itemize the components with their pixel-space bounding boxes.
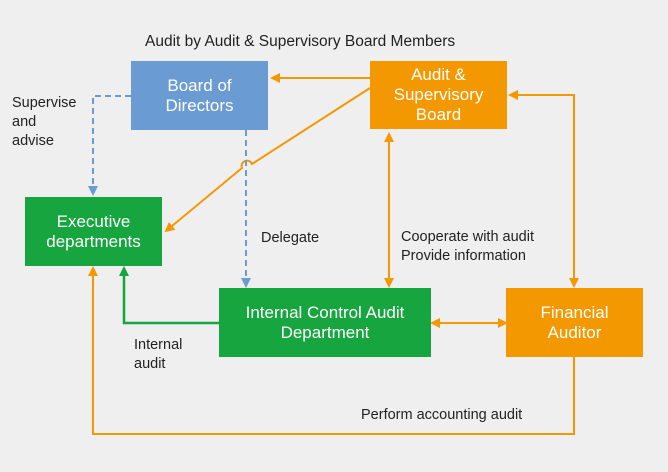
audit-supervisory-board-box: Audit & Supervisory Board bbox=[370, 61, 507, 129]
delegate-label: Delegate bbox=[261, 230, 320, 246]
executive-departments-box: Executive departments bbox=[25, 197, 162, 266]
accounting-audit-label: Perform accounting audit bbox=[361, 407, 523, 423]
cooperate-label: Cooperate with audit Provide information bbox=[401, 229, 534, 264]
diagram-title: Audit by Audit & Supervisory Board Membe… bbox=[145, 33, 456, 50]
arrow-asb-financial bbox=[508, 90, 579, 288]
arrow-accounting-audit bbox=[88, 266, 575, 435]
arrow-bod-supervise bbox=[88, 95, 131, 196]
internal-audit-label: Internal audit bbox=[134, 337, 183, 372]
arrow-internal-audit bbox=[119, 266, 219, 325]
internal-control-audit-box: Internal Control Audit Department bbox=[219, 288, 431, 357]
supervise-advise-label: Supervise and advise bbox=[12, 95, 77, 149]
financial-auditor-box: Financial Auditor bbox=[506, 288, 643, 357]
board-of-directors-box: Board of Directors bbox=[131, 61, 268, 130]
